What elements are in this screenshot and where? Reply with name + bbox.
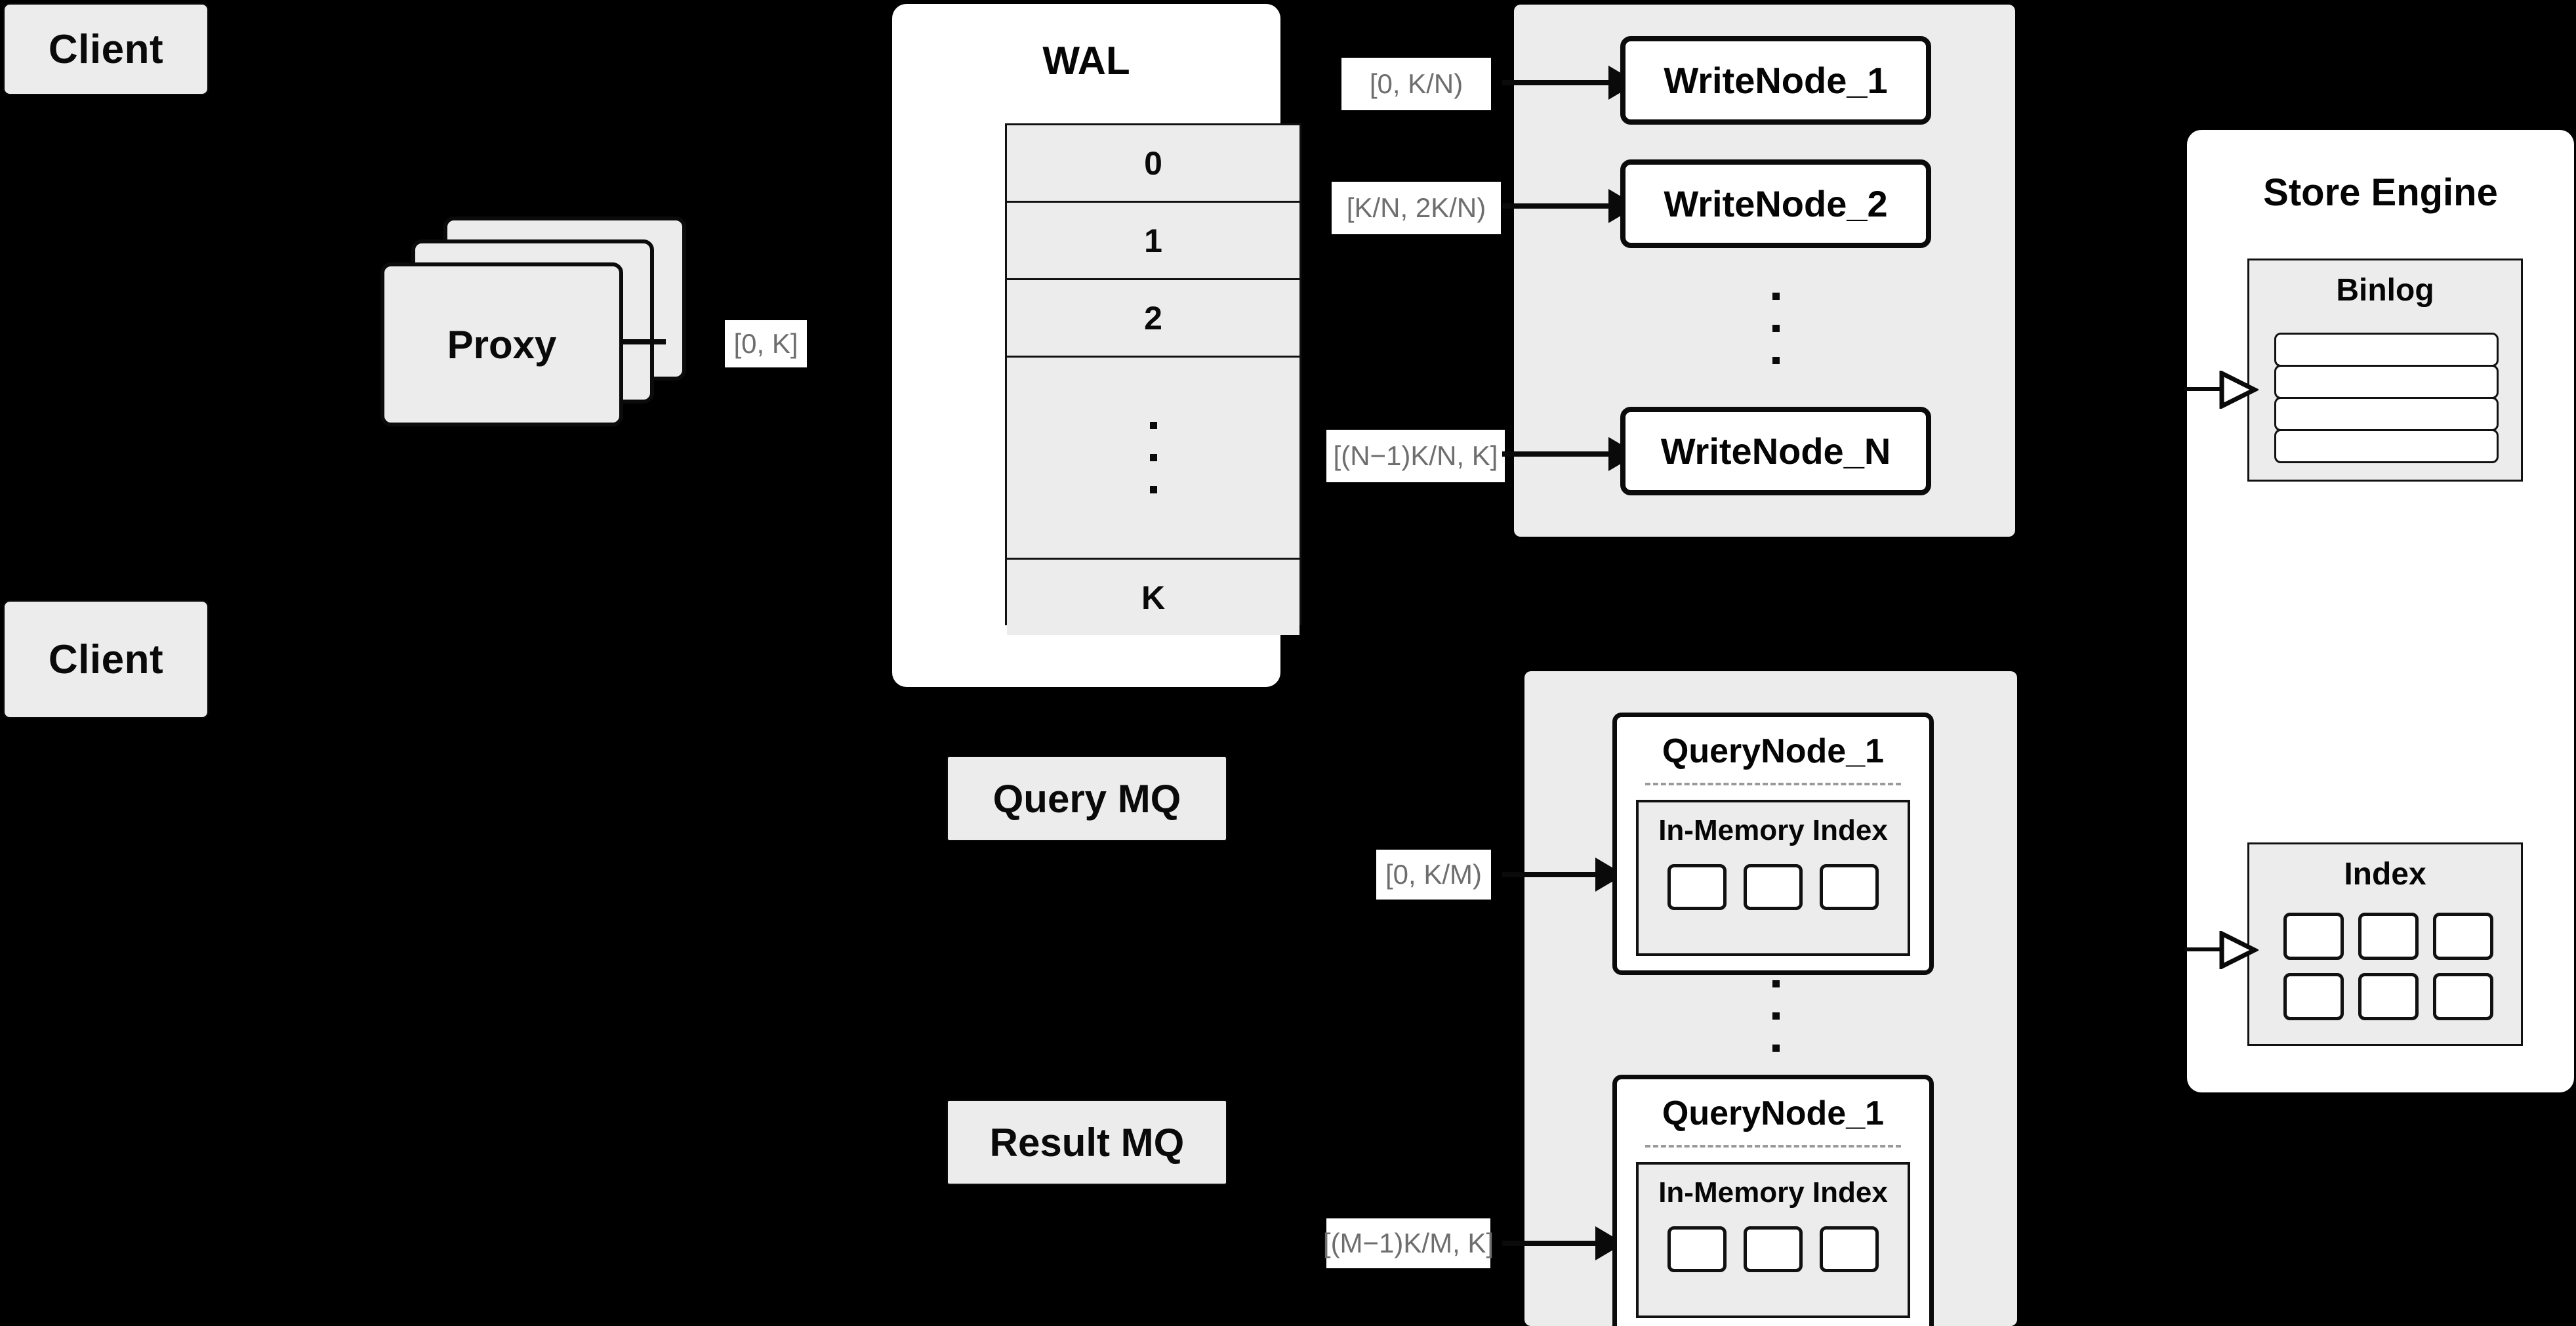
wal-row-list: 0 1 2 K [1005,123,1301,635]
proxy-range-label: [0, K] [733,328,798,359]
query-node-2-arrow-line [1502,1241,1597,1246]
wal-title: WAL [1042,39,1130,83]
write-node-label: WriteNode_1 [1664,60,1888,101]
query-mq-label: Query MQ [992,776,1181,821]
range-label: [0, K/N) [1369,68,1463,99]
store-index-arrow-head-icon [2219,931,2259,969]
store-engine-title: Store Engine [2263,171,2498,214]
index-cell[interactable] [2433,973,2493,1020]
client-box-1[interactable]: Client [3,3,209,95]
range-label: [(N−1)K/N, K] [1333,440,1498,471]
in-memory-index-cells [1667,864,1879,910]
index-cell[interactable] [1820,864,1879,910]
index-cell[interactable] [2283,913,2344,960]
index-cell[interactable] [2358,973,2419,1020]
range-label: [0, K/M) [1385,859,1482,890]
write-node-2-box[interactable]: WriteNode_2 [1620,159,1931,248]
binlog-arrow-head-icon [2219,371,2259,409]
store-index-box: Index [2247,842,2523,1046]
query-node-label: QueryNode_1 [1662,1094,1885,1132]
query-node-label: QueryNode_1 [1662,732,1885,770]
query-node-2-range-chip: [(M−1)K/M, K] [1323,1218,1494,1268]
write-node-1-arrow-line [1502,80,1610,85]
write-node-n-range-chip: [(N−1)K/N, K] [1326,430,1505,482]
in-memory-index-cells [1667,1226,1879,1272]
write-node-label: WriteNode_2 [1664,183,1888,224]
wal-row-label: 0 [1144,144,1162,182]
wal-row[interactable]: 1 [1007,203,1299,280]
query-node-separator [1645,1145,1902,1148]
result-mq-box[interactable]: Result MQ [947,1100,1227,1185]
store-index-title: Index [2344,857,2426,892]
query-node-1-arrow-line [1502,872,1597,877]
wal-panel: WAL 0 1 2 K [892,4,1301,687]
write-node-1-range-chip: [0, K/N) [1341,58,1491,110]
proxy-label: Proxy [447,322,557,367]
index-cell[interactable] [1820,1226,1879,1272]
wal-row-label: 2 [1144,299,1162,337]
index-cell[interactable] [2433,913,2493,960]
binlog-arrow-line [2184,387,2222,391]
binlog-bar[interactable] [2274,397,2499,431]
vertical-ellipsis-icon [1149,422,1157,493]
index-cell[interactable] [2283,973,2344,1020]
client-label: Client [48,26,164,72]
in-memory-index-box-1: In-Memory Index [1636,800,1910,956]
wal-row[interactable]: 0 [1007,125,1299,203]
proxy-box[interactable]: Proxy [380,262,623,426]
store-engine-panel: Store Engine Binlog Index [2187,130,2574,1092]
query-node-2-box[interactable]: QueryNode_1 In-Memory Index [1612,1075,1934,1326]
query-mq-box[interactable]: Query MQ [947,756,1227,841]
store-index-arrow-line [2184,947,2222,951]
binlog-title: Binlog [2336,273,2434,308]
index-cell[interactable] [2358,913,2419,960]
query-node-separator [1645,783,1902,785]
wal-row-label: K [1141,579,1166,616]
index-cell[interactable] [1744,864,1803,910]
binlog-bar[interactable] [2274,429,2499,463]
in-memory-index-title: In-Memory Index [1658,814,1888,846]
write-node-2-range-chip: [K/N, 2K/N) [1332,182,1501,234]
query-node-ellipsis-icon [1770,963,1782,1068]
result-mq-label: Result MQ [989,1120,1185,1165]
query-node-1-range-chip: [0, K/M) [1376,850,1491,900]
write-node-ellipsis-icon [1770,276,1782,381]
wal-row[interactable]: 2 [1007,280,1299,358]
write-node-1-box[interactable]: WriteNode_1 [1620,36,1931,125]
range-label: [(M−1)K/M, K] [1322,1228,1494,1258]
proxy-range-chip: [0, K] [725,320,807,367]
client-box-2[interactable]: Client [3,600,209,718]
wal-row-label: 1 [1144,222,1162,259]
binlog-bar[interactable] [2274,333,2499,367]
in-memory-index-box-2: In-Memory Index [1636,1162,1910,1318]
binlog-box: Binlog [2247,259,2523,482]
proxy-to-wal-connector [621,339,666,344]
write-node-n-box[interactable]: WriteNode_N [1620,407,1931,495]
in-memory-index-title: In-Memory Index [1658,1176,1888,1209]
store-index-grid [2283,913,2493,1020]
binlog-bar[interactable] [2274,365,2499,399]
index-cell[interactable] [1667,1226,1727,1272]
query-node-1-box[interactable]: QueryNode_1 In-Memory Index [1612,713,1934,975]
range-label: [K/N, 2K/N) [1346,192,1486,223]
index-cell[interactable] [1744,1226,1803,1272]
write-node-n-arrow-line [1502,451,1610,457]
index-cell[interactable] [1667,864,1727,910]
wal-row-ellipsis [1007,358,1299,560]
client-label: Client [48,636,164,682]
wal-row[interactable]: K [1007,560,1299,635]
write-node-2-arrow-line [1502,203,1610,209]
write-node-label: WriteNode_N [1660,430,1891,472]
